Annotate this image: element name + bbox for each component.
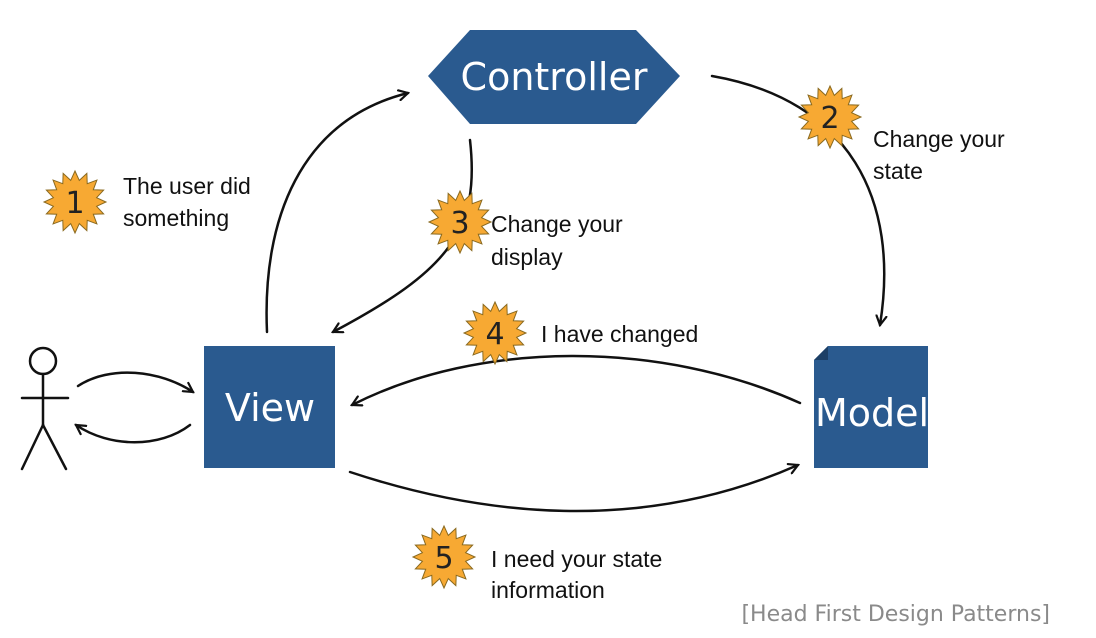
step-labels: The user did something Change your state… [123,126,1005,603]
step-badges: 1 2 3 4 5 [42,84,863,590]
step-1-number: 1 [65,186,84,221]
model-fold [814,346,828,360]
arrows [76,74,884,513]
model-label: Model [815,391,929,435]
step-3-label-line1: Change your [491,211,623,237]
step-4-label-line1: I have changed [541,321,698,347]
step-3-number: 3 [450,206,469,241]
step-3-badge: 3 [427,189,493,255]
controller-node: Controller [428,30,680,124]
view-shape [204,346,335,468]
step-2-number: 2 [820,101,839,136]
stick-figure-icon [20,346,70,471]
controller-shape [428,30,680,124]
starburst-icon [42,169,108,235]
step-5-label-line2: information [491,577,605,603]
step-1-badge: 1 [42,169,108,235]
arrow-view-to-controller [265,93,408,334]
step-5-number: 5 [434,541,453,576]
starburst-icon [797,84,863,150]
step-5-badge: 5 [411,524,477,590]
model-node: Model [814,346,929,468]
arrow-user-to-view [76,371,193,392]
model-shape [814,346,928,468]
source-credit: [Head First Design Patterns] [741,602,1050,627]
step-4-badge: 4 [462,300,528,366]
arrow-view-to-model [348,465,798,513]
step-4-number: 4 [485,317,504,352]
step-1-label-line1: The user did [123,173,251,199]
view-node: View [204,346,335,468]
arrow-view-to-user [76,425,192,444]
arrow-controller-to-model [710,74,884,325]
arrow-model-to-view [352,354,802,405]
starburst-icon [411,524,477,590]
step-2-badge: 2 [797,84,863,150]
step-2-label-line2: state [873,158,923,184]
starburst-icon [427,189,493,255]
step-3-label-line2: display [491,244,563,270]
starburst-icon [462,300,528,366]
view-label: View [225,386,315,430]
controller-label: Controller [461,55,648,99]
step-1-label-line2: something [123,205,229,231]
step-2-label-line1: Change your [873,126,1005,152]
step-5-label-line1: I need your state [491,546,662,572]
